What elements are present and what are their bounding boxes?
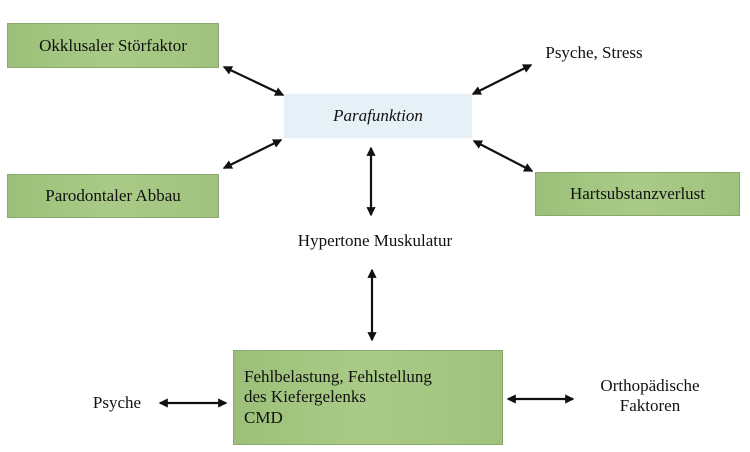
node-hypertone-muskulatur-label: Hypertone Muskulatur — [297, 231, 453, 251]
arrow-parafunktion-hartsubstanz — [472, 140, 534, 172]
node-fehlbelastung-label: Fehlbelastung, Fehlstellung des Kieferge… — [244, 366, 432, 427]
node-parodontaler-abbau-label: Parodontaler Abbau — [45, 186, 181, 206]
node-orthopaedische-faktoren-label: Orthopädische Faktoren — [600, 376, 700, 415]
node-hypertone-muskulatur: Hypertone Muskulatur — [270, 228, 480, 254]
arrow-okklusal-parafunktion — [222, 66, 285, 96]
node-psyche: Psyche — [72, 391, 162, 415]
node-hartsubstanzverlust-label: Hartsubstanzverlust — [569, 184, 706, 204]
node-parodontaler-abbau: Parodontaler Abbau — [7, 174, 219, 218]
node-psyche-stress: Psyche, Stress — [524, 40, 664, 66]
node-psyche-label: Psyche — [92, 393, 142, 413]
arrow-parodontal-parafunktion — [222, 139, 283, 169]
node-psyche-stress-label: Psyche, Stress — [545, 43, 643, 63]
node-orthopaedische-faktoren: Orthopädische Faktoren — [570, 371, 730, 421]
node-okklusaler-stoerfaktor-label: Okklusaler Störfaktor — [39, 35, 187, 55]
node-hartsubstanzverlust: Hartsubstanzverlust — [535, 172, 740, 216]
node-parafunktion: Parafunktion — [284, 94, 472, 138]
arrow-parafunktion-psyche-stress — [471, 64, 533, 95]
node-fehlbelastung: Fehlbelastung, Fehlstellung des Kieferge… — [233, 350, 503, 445]
node-parafunktion-label: Parafunktion — [333, 106, 423, 126]
node-okklusaler-stoerfaktor: Okklusaler Störfaktor — [7, 23, 219, 68]
